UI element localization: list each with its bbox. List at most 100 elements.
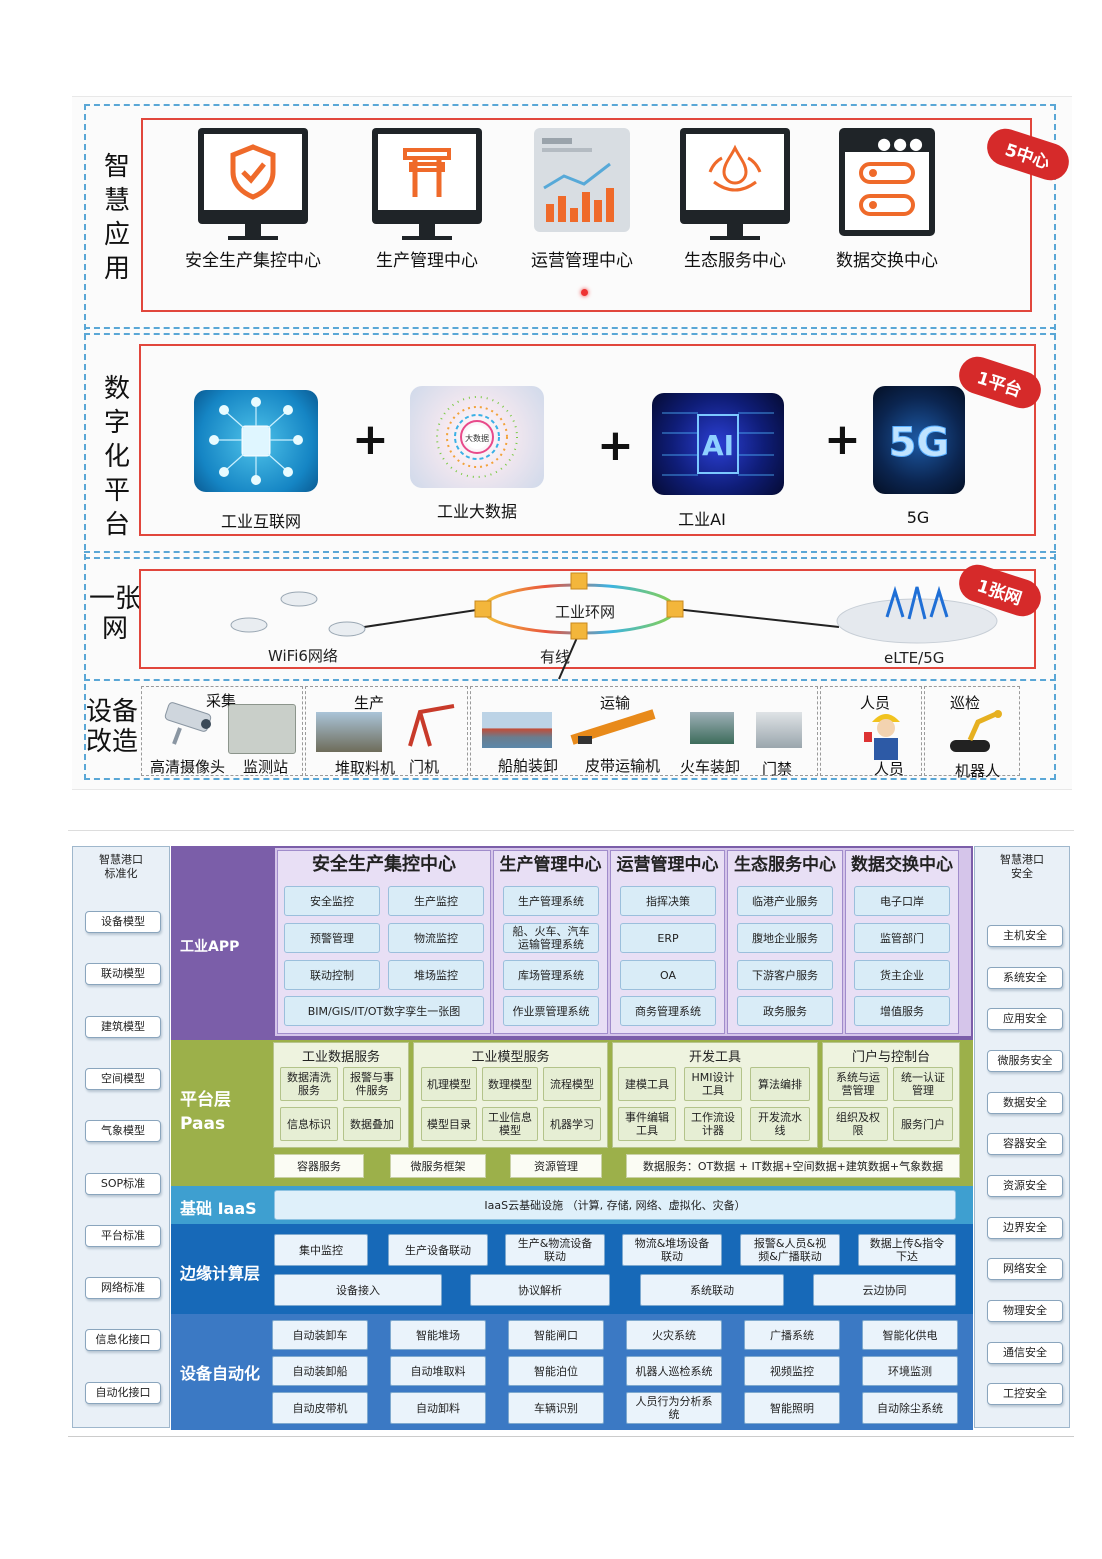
app-item: 联动控制: [284, 960, 380, 990]
security-item: 资源安全: [987, 1175, 1063, 1197]
layer-label-devices: 设备 改造: [85, 697, 138, 757]
device-label: 监测站: [243, 758, 289, 776]
network-diagram: [230, 572, 998, 680]
layer-separator: [84, 679, 1056, 681]
security-item: 应用安全: [987, 1008, 1063, 1030]
water-drop-icon: [708, 144, 762, 192]
automation-item: 车辆识别: [508, 1392, 604, 1424]
app-item: 船、火车、汽车 运输管理系统: [503, 923, 599, 953]
security-item: 边界安全: [987, 1217, 1063, 1239]
top-architecture-diagram: 智 慧 应 用 数 字 化 平 台 一张 网 设备 改造 5中心 安全生产集控中…: [72, 96, 1074, 790]
band-label-app: 工业APP: [180, 939, 240, 955]
bottom-bottom-rule: [68, 1436, 1074, 1437]
group-title: 生产: [354, 694, 385, 712]
paas-item: HMI设计 工具: [684, 1067, 742, 1101]
automation-item: 自动装卸船: [272, 1356, 368, 1386]
gate-access-image: [756, 712, 802, 748]
paas-item: 工业信息 模型: [482, 1107, 538, 1141]
robot-image: [944, 706, 1006, 756]
app-item: 货主企业: [854, 960, 950, 990]
paas-item: 机理模型: [421, 1067, 477, 1101]
security-item: 容器安全: [987, 1133, 1063, 1155]
app-item: 堆场监控: [388, 960, 484, 990]
layer-separator: [84, 551, 1056, 553]
paas-group-title: 工业数据服务: [301, 1050, 380, 1065]
standard-item: 设备模型: [85, 911, 161, 933]
train-image: [690, 712, 734, 744]
red-dot: [581, 289, 588, 296]
app-item: OA: [620, 960, 716, 990]
device-label: 门机: [409, 758, 440, 776]
edge-item: 集中监控: [274, 1234, 368, 1266]
device-label: 船舶装卸: [498, 757, 559, 775]
app-item: 生产管理系统: [503, 886, 599, 916]
edge-item: 系统联动: [640, 1274, 784, 1306]
center-caption: 生态服务中心: [684, 251, 786, 271]
edge-item: 设备接入: [274, 1274, 442, 1306]
automation-item: 智能泊位: [508, 1356, 604, 1386]
standard-item: 网络标准: [85, 1277, 161, 1299]
device-group-production: [305, 686, 468, 776]
portal-crane-image: [402, 702, 462, 748]
paas-item: 流程模型: [543, 1067, 601, 1101]
device-group-collect: [141, 686, 303, 776]
camera-image: [160, 702, 224, 746]
paas-group-title: 开发工具: [688, 1050, 741, 1065]
network-layer-box: [139, 569, 1036, 669]
security-item: 微服务安全: [987, 1050, 1063, 1072]
worker-image: [862, 706, 910, 762]
app-item: 商务管理系统: [620, 996, 716, 1026]
edge-item: 数据上传&指令 下达: [858, 1234, 956, 1266]
security-item: 物理安全: [987, 1300, 1063, 1322]
security-item: 网络安全: [987, 1258, 1063, 1280]
layer-separator: [84, 557, 1056, 559]
automation-item: 智能化供电: [862, 1320, 958, 1350]
paas-item: 数据叠加: [343, 1107, 401, 1141]
platform-caption: 5G: [906, 508, 930, 527]
automation-item: 自动堆取料: [390, 1356, 486, 1386]
platform-caption: 工业互联网: [220, 512, 301, 531]
browser-window-icon: ●●●: [839, 128, 935, 236]
app-item: 指挥决策: [620, 886, 716, 916]
paas-item: 机器学习: [543, 1107, 601, 1141]
stacker-reclaimer-image: [316, 712, 382, 752]
security-item: 主机安全: [987, 925, 1063, 947]
paas-item: 模型目录: [421, 1107, 477, 1141]
layer-separator: [84, 333, 1056, 335]
layer-label-platform: 数 字 化 平 台: [103, 374, 130, 540]
automation-item: 自动皮带机: [272, 1392, 368, 1424]
group-title: 运输: [600, 694, 631, 712]
app-item: ERP: [620, 923, 716, 953]
standard-item: 建筑模型: [85, 1016, 161, 1038]
edge-item: 生产&物流设备 联动: [505, 1234, 605, 1266]
center-production-management: 生产管理中心: [347, 128, 507, 271]
shield-check-icon: [230, 144, 276, 200]
paas-item: 工作流设 计器: [684, 1107, 742, 1141]
app-item: 作业票管理系统: [503, 996, 599, 1026]
elte-label: eLTE/5G: [884, 649, 945, 667]
automation-item: 广播系统: [744, 1320, 840, 1350]
paas-item: 信息标识: [280, 1107, 338, 1141]
paas-item: 组织及权 限: [828, 1107, 888, 1141]
paas-item: 报警与事 件服务: [343, 1067, 401, 1101]
paas-item: 算法编排: [750, 1067, 810, 1101]
device-label: 皮带运输机: [585, 757, 661, 775]
device-group-personnel: [820, 686, 922, 776]
paas-item: 事件编辑 工具: [618, 1107, 676, 1141]
group-title: 巡检: [950, 694, 981, 712]
industrial-bigdata-image: 大数据: [410, 386, 544, 488]
layer-label-network: 一张 网: [88, 584, 141, 644]
monitor-icon: [680, 128, 790, 224]
5g-text: 5G: [889, 420, 950, 466]
wifi6-label: WiFi6网络: [268, 647, 338, 665]
device-label: 堆取料机: [335, 759, 396, 777]
device-group-transport: [470, 686, 818, 776]
edge-item: 协议解析: [470, 1274, 610, 1306]
paas-item: 系统与运 营管理: [828, 1067, 888, 1101]
app-item: 增值服务: [854, 996, 950, 1026]
paas-service: 微服务框架: [390, 1154, 486, 1178]
gate-icon: [403, 148, 451, 197]
automation-item: 视频监控: [744, 1356, 840, 1386]
automation-item: 智能闸口: [508, 1320, 604, 1350]
dashboard-icon: [534, 128, 630, 232]
